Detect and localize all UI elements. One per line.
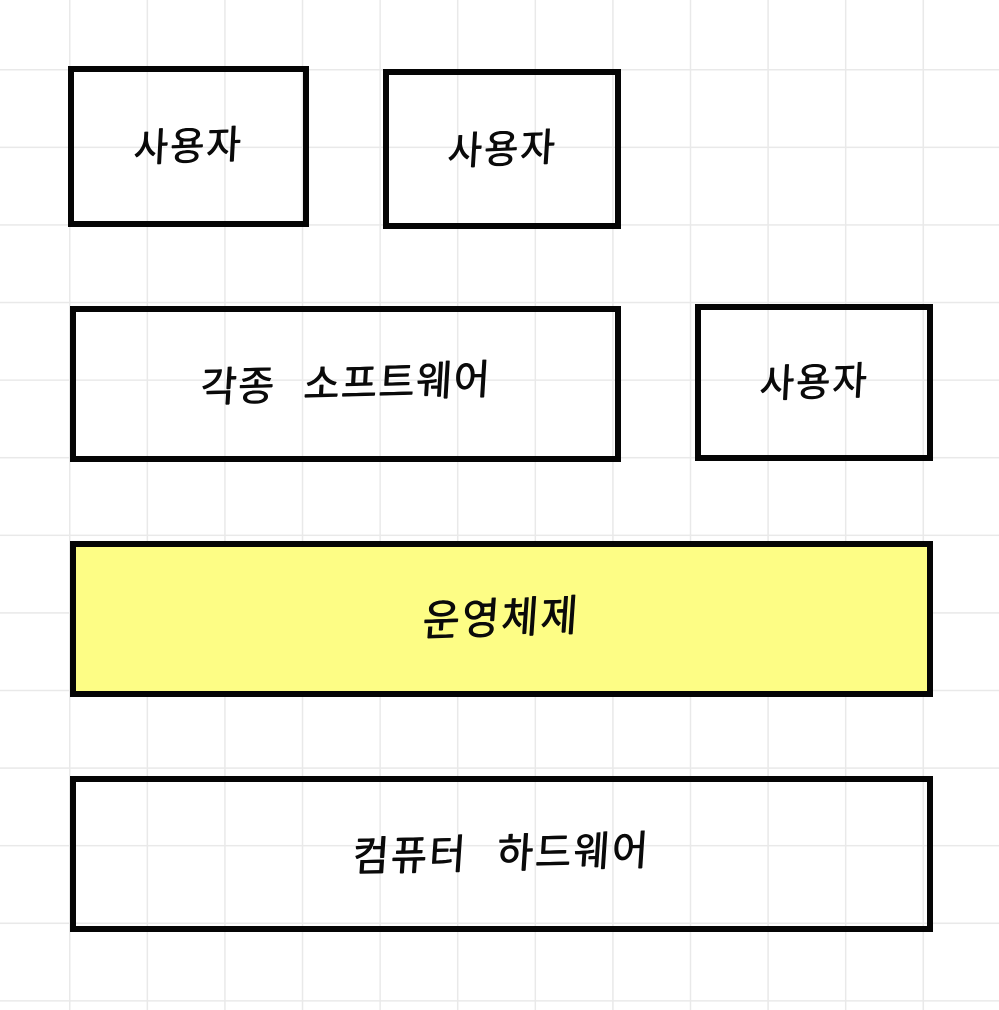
node-user-1[interactable]: 사용자 [68,66,309,227]
node-computer-hardware-label: 컴퓨터 하드웨어 [351,827,652,881]
node-user-2[interactable]: 사용자 [383,69,621,229]
node-operating-system-label: 운영체제 [421,591,582,647]
node-application-software[interactable]: 각종 소프트웨어 [70,306,621,462]
node-application-software-label: 각종 소프트웨어 [198,356,493,412]
node-user-1-label: 사용자 [132,121,245,172]
node-operating-system[interactable]: 운영체제 [70,541,933,697]
node-computer-hardware[interactable]: 컴퓨터 하드웨어 [70,776,933,932]
node-user-2-label: 사용자 [445,123,559,175]
node-user-3-label: 사용자 [758,358,870,407]
node-user-3[interactable]: 사용자 [695,304,933,461]
